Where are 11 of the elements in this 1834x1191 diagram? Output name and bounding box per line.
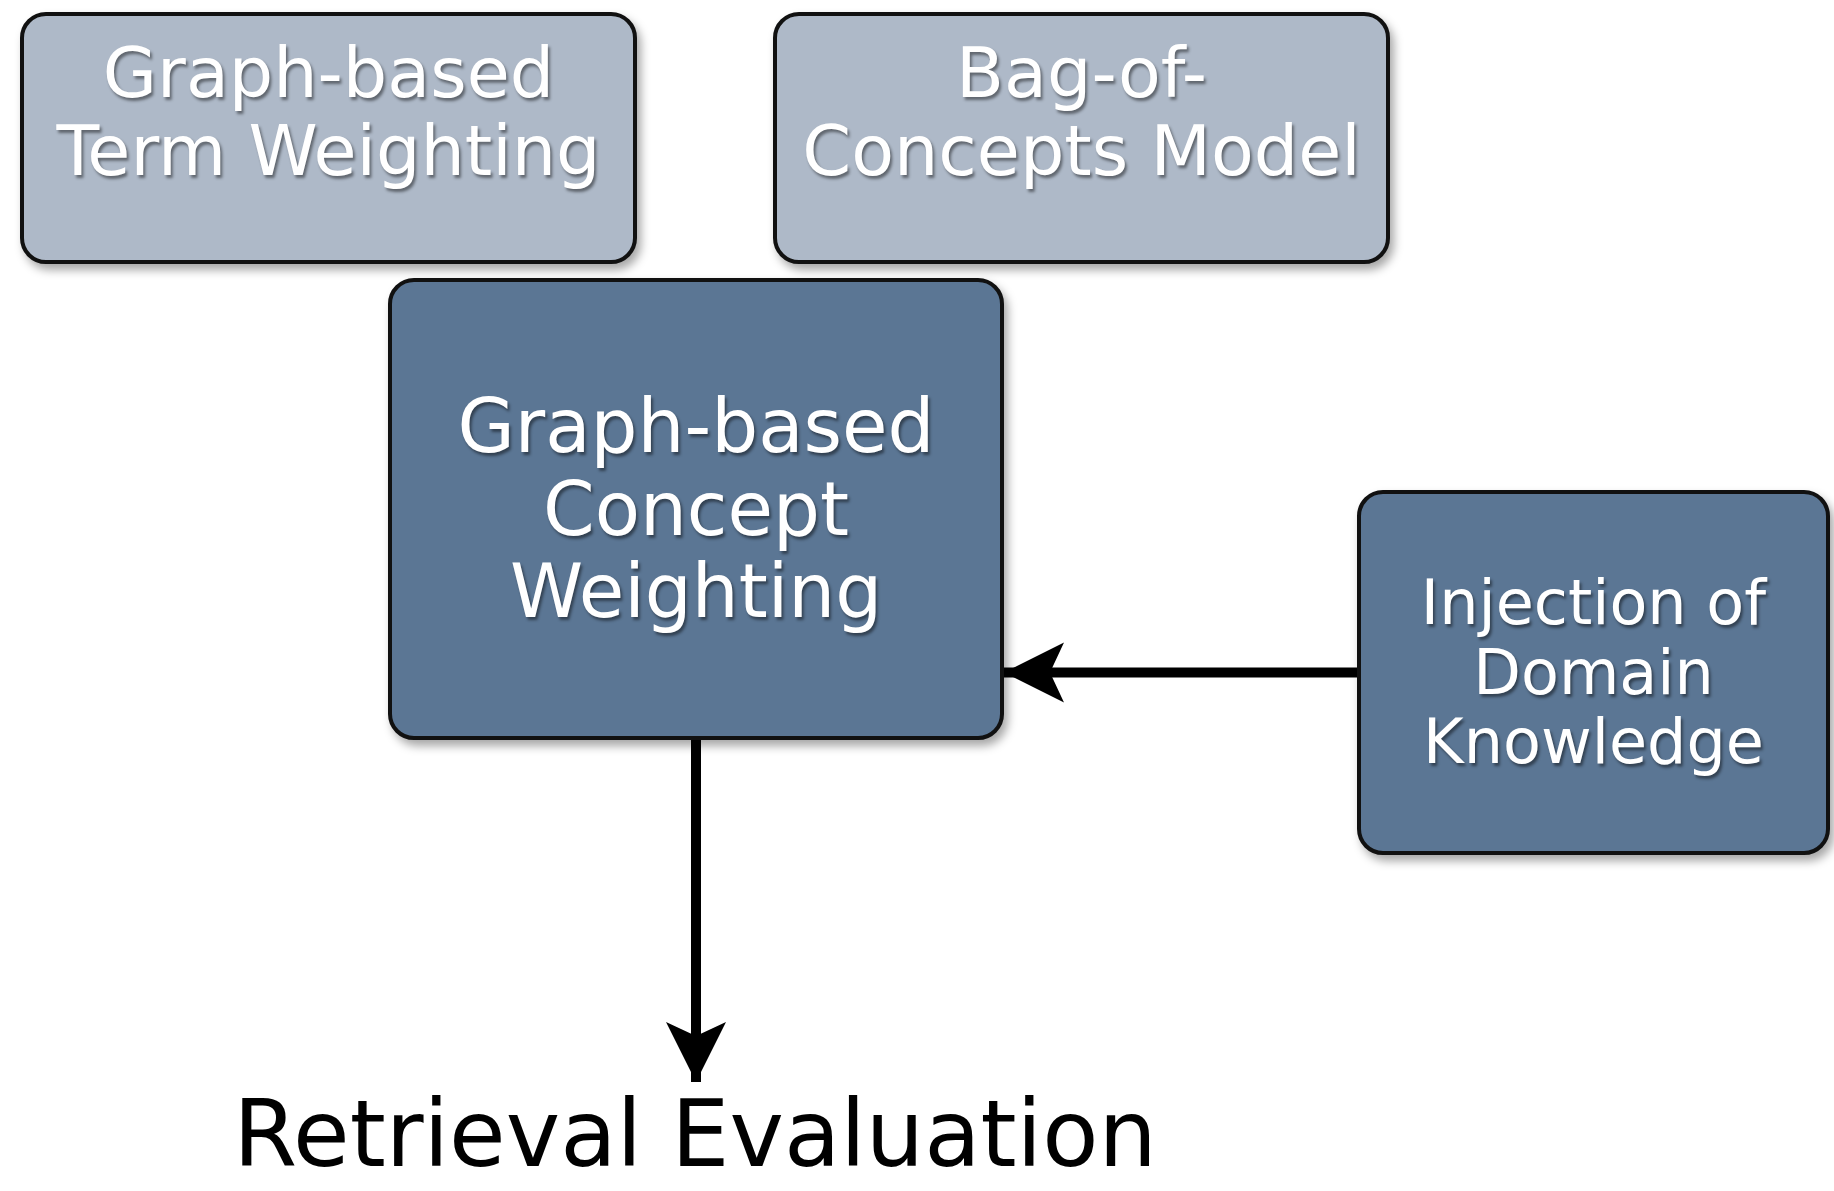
process-box <box>773 12 1390 264</box>
process-box <box>388 278 1004 740</box>
box-label: Injection of Domain Knowledge <box>1419 568 1769 777</box>
result-label: Retrieval Evaluation <box>233 1083 1157 1186</box>
process-box <box>20 12 637 264</box>
box-label: Graph-based Concept Weighting <box>456 384 936 634</box>
arrow <box>666 740 726 1082</box>
process-box <box>1357 490 1830 855</box>
box-label: Bag-of-Concepts Model <box>801 34 1362 191</box>
arrow <box>1004 642 1357 703</box>
box-label: Graph-based Term Weighting <box>55 34 602 191</box>
